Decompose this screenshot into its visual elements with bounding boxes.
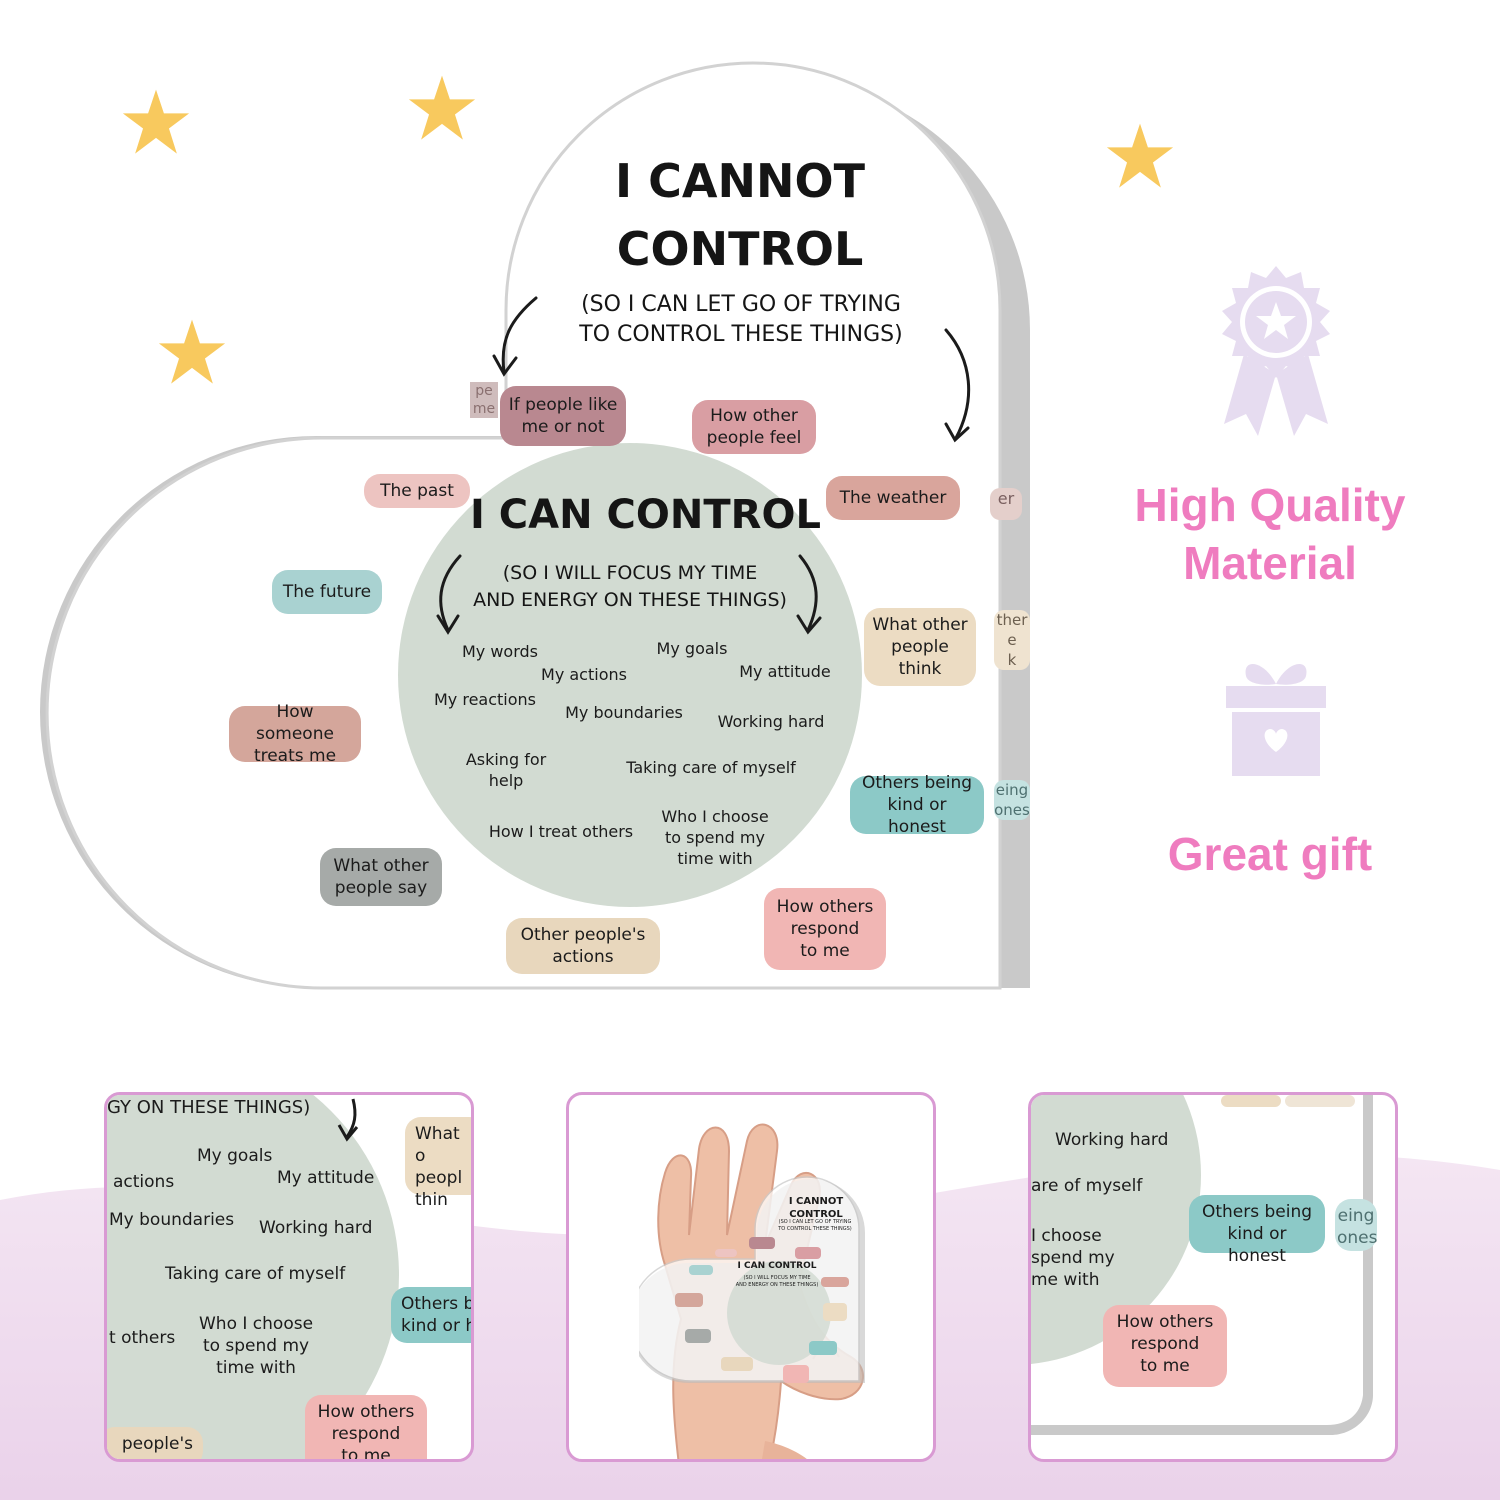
thumb-text: t others [109,1328,176,1348]
edge-fragment: pe me [470,382,498,418]
mini-can-subtitle: (SO I WILL FOCUS MY TIME AND ENERGY ON T… [735,1275,819,1288]
edge-fragment: eing ones [994,780,1030,820]
cannot-item: Others being kind or honest [850,773,984,837]
thumb-chip: eing ones [1335,1199,1378,1251]
can-item: Who I choose to spend my time with [661,807,769,868]
can-item: Taking care of myself [626,758,796,777]
star-icon [122,89,190,154]
cannot-item: What other people say [320,848,442,906]
cannot-item: The future [272,570,382,614]
can-item: My attitude [739,662,831,681]
can-item: My boundaries [565,703,683,722]
can-item: How I treat others [488,822,634,841]
thumb-chip: What o peopl thin [405,1117,471,1210]
thumb-text: My goals [197,1146,273,1166]
mini-cannot-title: I CANNOT CONTROL [788,1196,844,1220]
thumb-chip: How others respond to me [1103,1305,1227,1387]
mini-chip [823,1303,847,1321]
cannot-item: The past [364,474,470,508]
cannot-item: Other people's actions [506,918,660,974]
thumb-chip: Others being kind or honest [1189,1195,1325,1266]
cannot-item: What other people think [864,608,976,686]
feature-high-quality: High Quality Material [1134,479,1406,589]
mini-chip [685,1329,711,1343]
mini-chip [721,1357,753,1371]
can-control-circle [398,443,862,907]
cannot-item: How other people feel [692,400,816,454]
cannot-item: If people like me or not [500,386,626,446]
thumb-text: actions [113,1172,175,1192]
cannot-title-line1: I CANNOT [615,154,865,208]
edge-fragment: ther e k [994,610,1030,670]
cannot-item: How others respond to me [764,888,886,970]
star-icon [1106,123,1174,188]
can-item: My actions [541,665,627,684]
mini-chip [715,1249,737,1257]
star-icon [158,319,226,384]
can-item: Asking for help [465,750,547,790]
thumb-text: Working hard [1055,1130,1169,1150]
star-icon [408,75,476,140]
thumb-text: are of myself [1031,1176,1143,1196]
can-item: My reactions [433,690,536,709]
thumbnail-detail-right: Working hard are of myself I choose spen… [1028,1092,1398,1462]
cannot-title-line2: CONTROL [616,222,864,276]
mini-can-title: I CAN CONTROL [737,1261,817,1271]
cannot-subtitle-line1: (SO I CAN LET GO OF TRYING [581,292,901,317]
can-item: Working hard [717,712,825,731]
mini-chip [675,1293,703,1307]
mini-chip [749,1237,775,1249]
cannot-item: How someone treats me [229,702,361,766]
circle-segment [107,1095,399,1459]
thumb-chip: Others b kind or h [391,1287,471,1343]
thumb-text: My boundaries [109,1210,235,1230]
can-item: My goals [656,639,728,658]
mini-chip [689,1265,713,1275]
thumb-text: Who I choose to spend my time with [199,1314,314,1378]
award-ribbon-icon [1222,266,1330,436]
thumb-chip: How others respond to me [305,1395,427,1459]
thumb-chip: people's [107,1427,203,1459]
thumb-text: I choose spend my me with [1031,1226,1115,1290]
mini-chip [783,1365,809,1383]
edge-segment [1031,1095,1373,1435]
mini-chip [821,1277,849,1287]
thumb-text: GY ON THESE THINGS) [107,1097,311,1118]
thumb-text: My attitude [277,1168,375,1188]
cannot-subtitle-line2: TO CONTROL THESE THINGS) [579,322,903,347]
can-subtitle-line1: (SO I WILL FOCUS MY TIME [502,562,758,584]
thumb-text: Working hard [259,1218,373,1238]
gift-box-icon [1226,664,1326,776]
cannot-item: The weather [826,476,960,520]
can-item: My words [461,642,539,661]
mini-chip [795,1247,821,1259]
mini-chip [809,1341,837,1355]
can-title: I CAN CONTROL [470,492,821,538]
thumb-text: Taking care of myself [165,1264,346,1284]
feature-great-gift: Great gift [1167,828,1373,880]
edge-fragment: er [990,488,1022,520]
thumbnail-detail-left: GY ON THESE THINGS) My goals actions My … [104,1092,474,1462]
can-subtitle-line2: AND ENERGY ON THESE THINGS) [473,589,787,611]
mini-cannot-subtitle: (SO I CAN LET GO OF TRYING TO CONTROL TH… [778,1219,852,1232]
thumbnail-hand: I CANNOT CONTROL (SO I CAN LET GO OF TRY… [566,1092,936,1462]
